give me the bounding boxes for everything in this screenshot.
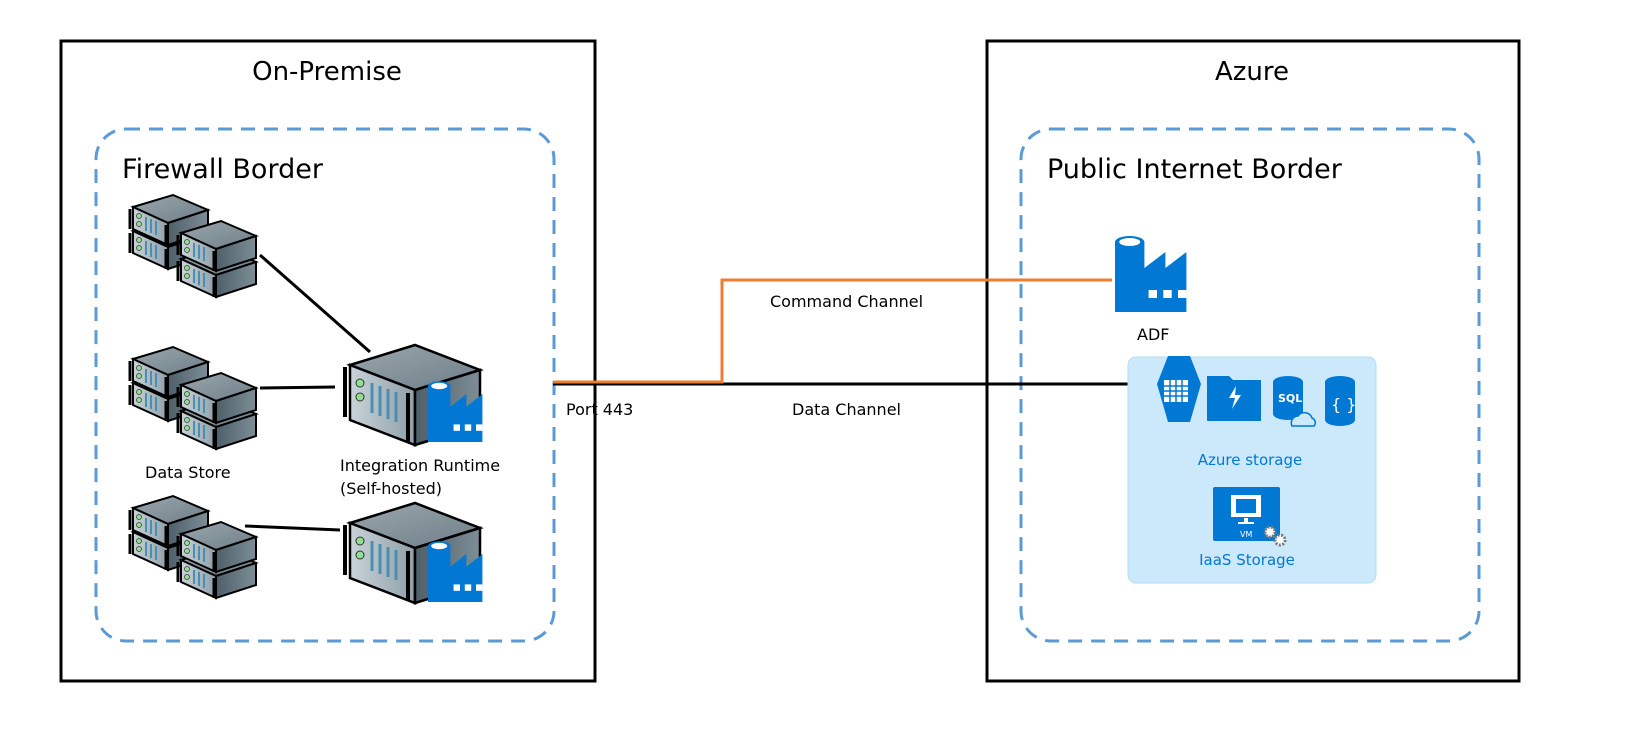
data-channel-label: Data Channel	[792, 400, 901, 419]
data-store-server-icon	[130, 496, 256, 598]
svg-text:{ }: { }	[1331, 395, 1356, 414]
virtual-machine-icon: VM	[1213, 487, 1280, 541]
integration-runtime-sublabel: (Self-hosted)	[340, 479, 442, 498]
connector-store2-ir	[259, 385, 336, 390]
command-channel-label: Command Channel	[770, 292, 923, 311]
adf-factory-icon	[1115, 236, 1187, 312]
cosmos-db-icon: { }	[1325, 376, 1356, 426]
adf-label: ADF	[1137, 325, 1169, 344]
file-storage-icon	[1207, 376, 1261, 421]
public-internet-border-label: Public Internet Border	[1047, 154, 1343, 185]
on-premise-zone	[59, 39, 597, 683]
data-store-server-icon	[130, 347, 256, 449]
azure-title: Azure	[1215, 57, 1289, 87]
on-premise-title: On-Premise	[252, 57, 402, 87]
azure-zone	[985, 39, 1521, 683]
connector-store3-ir2	[244, 524, 341, 532]
integration-runtime-label: Integration Runtime	[340, 456, 500, 475]
command-channel-line	[553, 278, 1112, 384]
connector-store1-ir	[259, 253, 371, 354]
sql-database-icon: SQL	[1273, 376, 1316, 427]
svg-text:VM: VM	[1240, 530, 1252, 539]
data-store-label: Data Store	[145, 463, 231, 482]
iaas-storage-label: IaaS Storage	[1199, 551, 1295, 569]
azure-storage-label: Azure storage	[1198, 451, 1302, 469]
data-store-server-icon	[130, 195, 256, 297]
svg-text:SQL: SQL	[1278, 392, 1302, 405]
firewall-border-label: Firewall Border	[122, 154, 324, 185]
gears-icon	[1263, 525, 1287, 547]
port-label: Port 443	[566, 400, 633, 419]
table-storage-icon	[1157, 356, 1201, 422]
